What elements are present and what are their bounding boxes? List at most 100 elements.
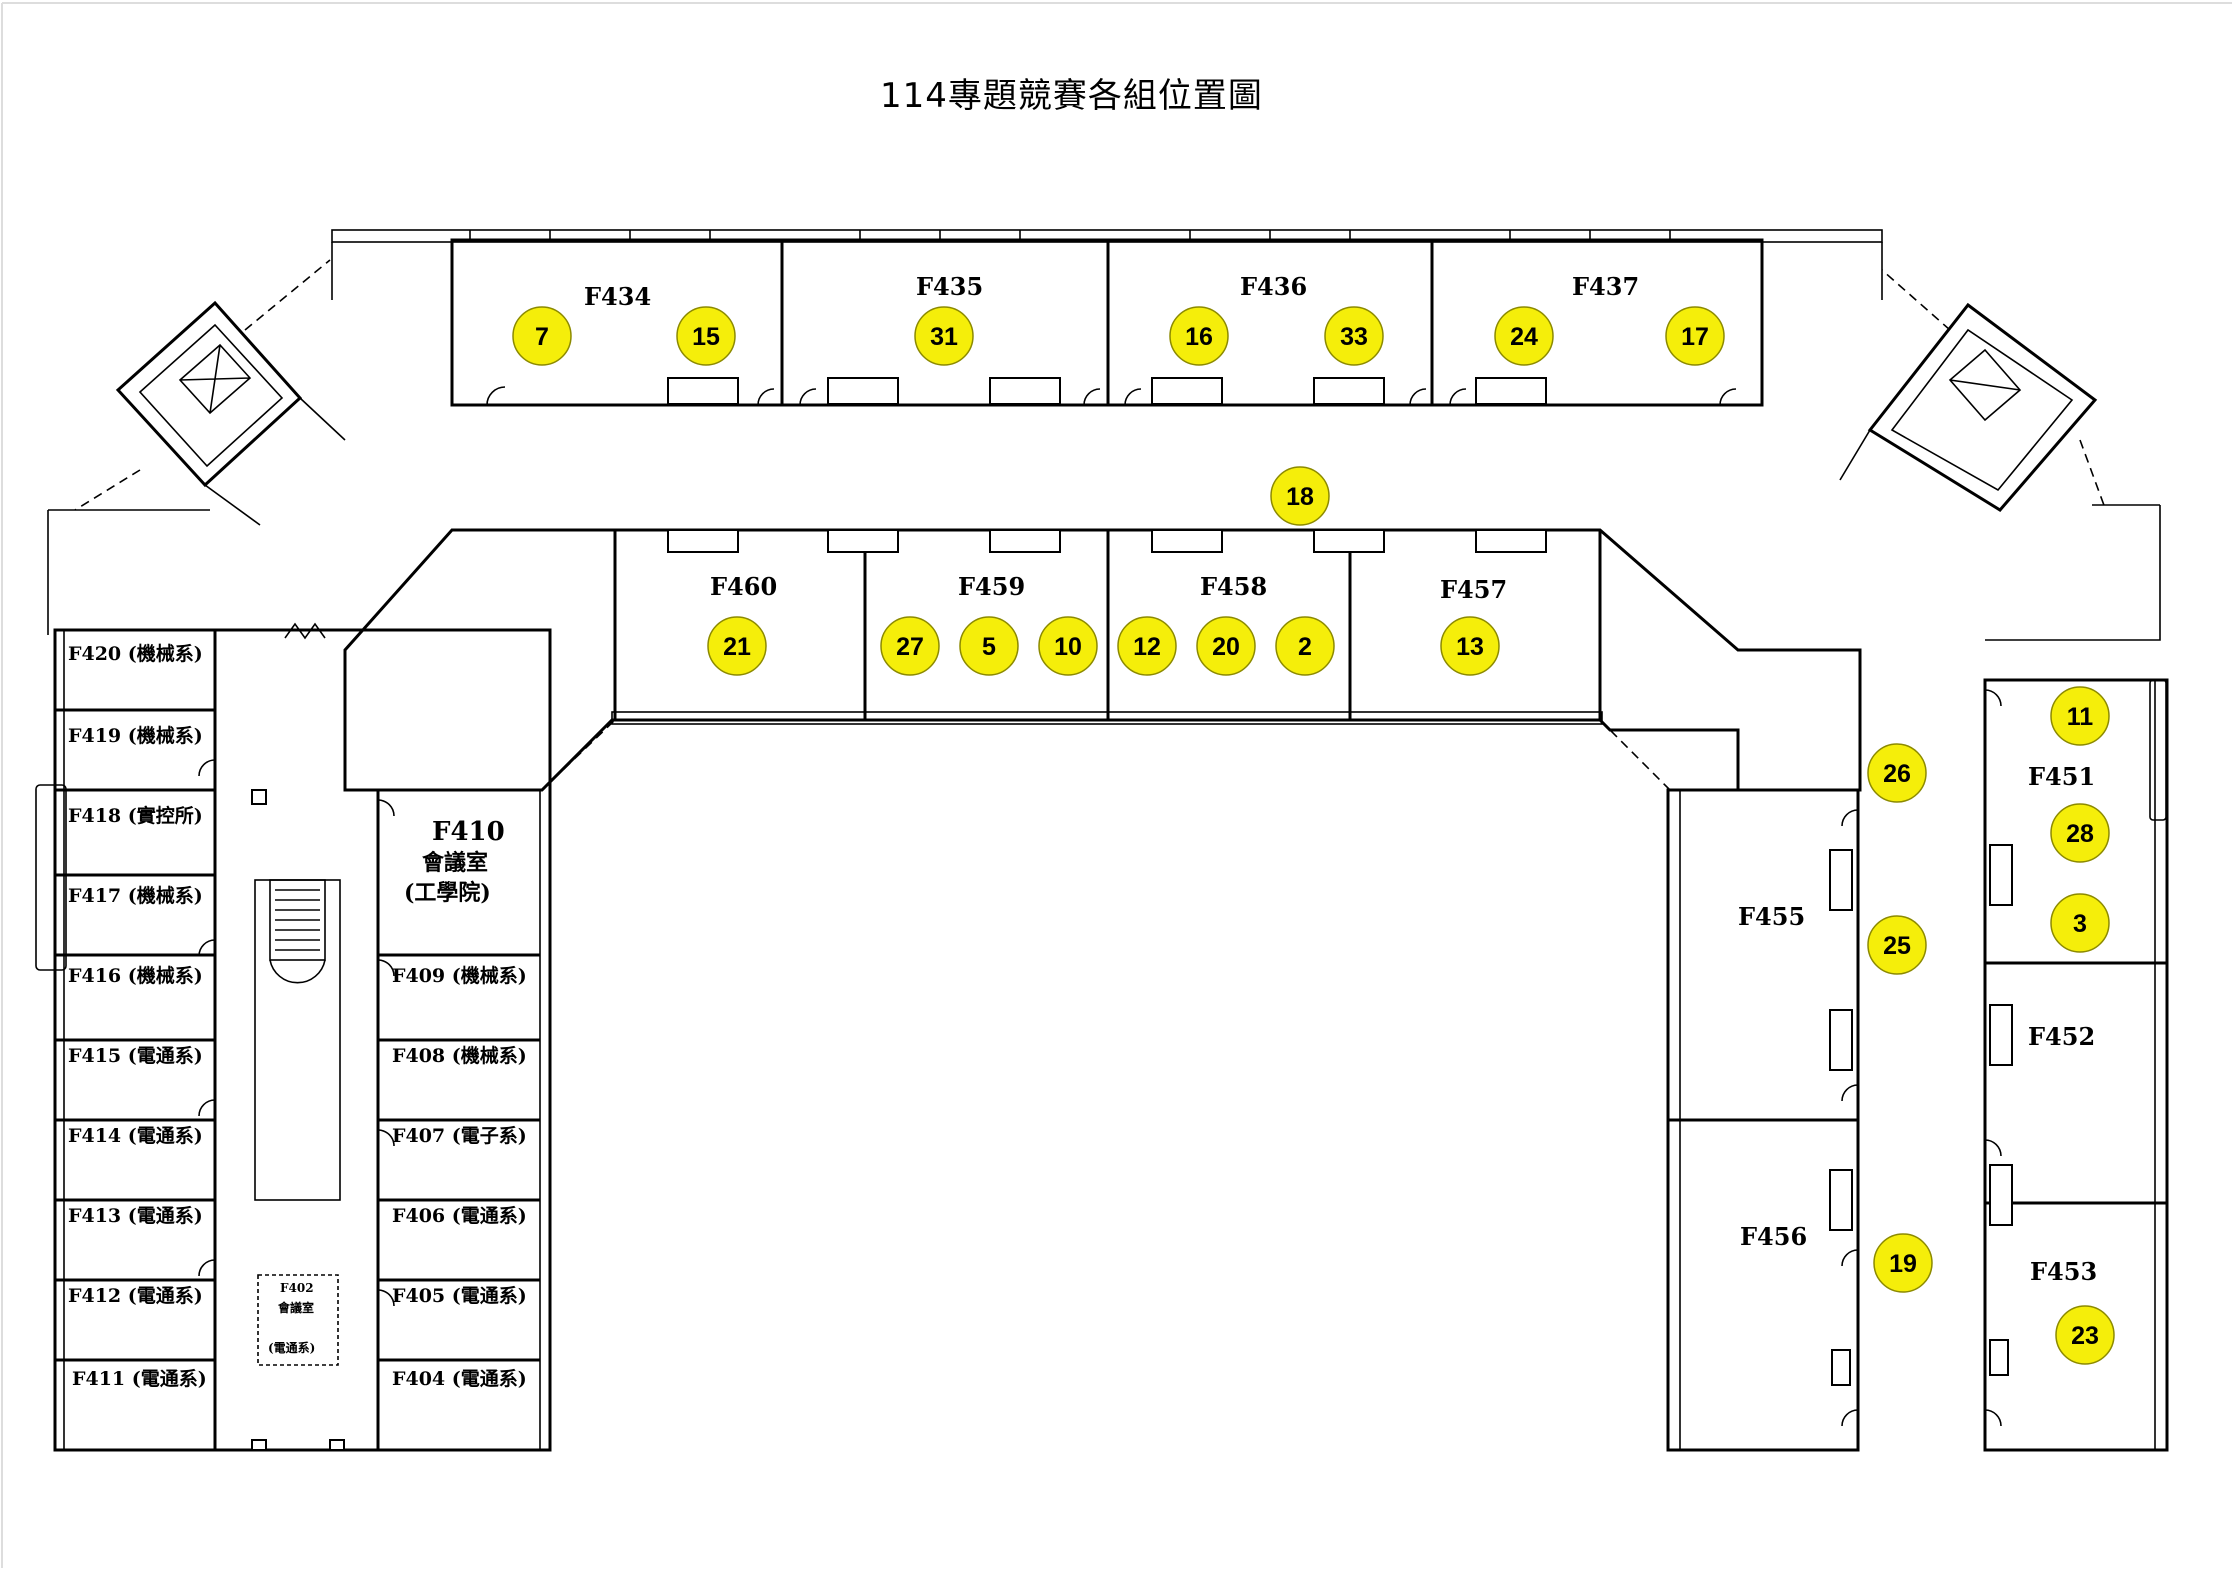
room-label-f420: F420 (機械系) [68,642,203,665]
team-marker-2: 2 [1275,616,1335,676]
team-marker-25: 25 [1867,915,1927,975]
team-marker-16: 16 [1169,306,1229,366]
room-label-f418: F418 (實控所) [68,804,203,827]
room-label-f419: F419 (機械系) [68,724,203,747]
team-marker-circle [1494,306,1554,366]
team-marker-26: 26 [1867,743,1927,803]
room-label-f410-line2: (工學院) [404,880,491,906]
team-marker-number: 17 [1681,323,1709,351]
team-marker-circle [880,616,940,676]
east-wing-east-block [1983,678,2169,1452]
team-marker-18: 18 [1270,466,1330,526]
team-marker-number: 33 [1340,323,1368,351]
team-marker-19: 19 [1873,1233,1933,1293]
team-marker-circle [959,616,1019,676]
team-marker-number: 7 [535,323,549,351]
team-marker-5: 5 [959,616,1019,676]
room-label-f405: F405 (電通系) [392,1285,527,1307]
corridor-outline [47,504,2161,641]
team-marker-circle [1324,306,1384,366]
room-label-f415: F415 (電通系) [68,1045,203,1067]
team-marker-24: 24 [1494,306,1554,366]
team-marker-number: 24 [1510,323,1538,351]
team-marker-circle [1440,616,1500,676]
team-marker-number: 19 [1889,1250,1917,1278]
room-label-f452: F452 [2028,1022,2095,1051]
room-label-f457: F457 [1440,575,1507,604]
team-marker-circle [512,306,572,366]
team-marker-number: 21 [723,633,751,661]
west-wing [35,622,552,1452]
team-marker-27: 27 [880,616,940,676]
team-marker-circle [1196,616,1256,676]
team-marker-21: 21 [707,616,767,676]
team-marker-circle [1117,616,1177,676]
team-marker-number: 10 [1054,633,1082,661]
team-marker-circle [707,616,767,676]
room-label-f404: F404 (電通系) [392,1368,527,1390]
team-marker-circle [1169,306,1229,366]
room-label-f414: F414 (電通系) [68,1125,203,1147]
room-label-f460: F460 [710,572,777,601]
stair-tower-east [1839,269,2106,512]
team-marker-number: 18 [1286,483,1314,511]
team-marker-circle [1275,616,1335,676]
room-label-f417: F417 (機械系) [68,884,203,907]
team-marker-number: 13 [1456,633,1484,661]
room-label-f459: F459 [958,572,1025,601]
room-label-f411: F411 (電通系) [72,1368,207,1390]
room-label-f453: F453 [2030,1257,2097,1286]
room-label-f410-line1: 會議室 [422,850,488,876]
team-marker-number: 16 [1185,323,1213,351]
room-label-f436: F436 [1240,272,1307,301]
team-marker-15: 15 [676,306,736,366]
room-label-f408: F408 (機械系) [392,1044,527,1067]
stair-tower-west [74,259,346,526]
room-label-f406: F406 (電通系) [392,1205,527,1227]
middle-wing [343,528,1862,792]
room-label-f412: F412 (電通系) [68,1285,203,1307]
room-label-f402-line2: (電通系) [268,1340,315,1355]
team-marker-circle [1665,306,1725,366]
team-marker-circle [1867,743,1927,803]
team-marker-7: 7 [512,306,572,366]
team-marker-number: 26 [1883,760,1911,788]
room-label-f413: F413 (電通系) [68,1205,203,1227]
room-label-f451: F451 [2028,762,2095,791]
room-label-f402-line1: 會議室 [278,1300,314,1315]
team-marker-circle [1270,466,1330,526]
room-label-f435: F435 [916,272,983,301]
team-marker-circle [2055,1305,2115,1365]
team-marker-number: 3 [2073,910,2087,938]
team-marker-17: 17 [1665,306,1725,366]
team-marker-circle [2050,686,2110,746]
room-label-f437: F437 [1572,272,1639,301]
team-marker-number: 12 [1133,633,1161,661]
team-marker-number: 31 [930,323,958,351]
team-marker-circle [1867,915,1927,975]
team-marker-circle [1038,616,1098,676]
team-marker-circle [2050,893,2110,953]
team-marker-number: 11 [2067,703,2094,731]
room-label-f402: F402 [280,1281,314,1295]
room-label-f410: F410 [432,817,505,847]
team-marker-10: 10 [1038,616,1098,676]
north-wing [331,229,1883,407]
team-marker-31: 31 [914,306,974,366]
team-marker-12: 12 [1117,616,1177,676]
page-title: 114專題競賽各組位置圖 [880,76,1263,116]
room-label-f416: F416 (機械系) [68,964,203,987]
room-label-f407: F407 (電子系) [392,1125,527,1147]
team-marker-number: 15 [692,323,720,351]
room-label-f409: F409 (機械系) [392,964,527,987]
team-marker-number: 23 [2071,1322,2099,1350]
room-label-f458: F458 [1200,572,1267,601]
team-marker-number: 20 [1212,633,1240,661]
team-marker-number: 25 [1883,932,1911,960]
room-label-f455: F455 [1738,902,1805,931]
team-marker-28: 28 [2050,803,2110,863]
team-marker-number: 28 [2066,820,2094,848]
team-marker-circle [1873,1233,1933,1293]
team-marker-3: 3 [2050,893,2110,953]
